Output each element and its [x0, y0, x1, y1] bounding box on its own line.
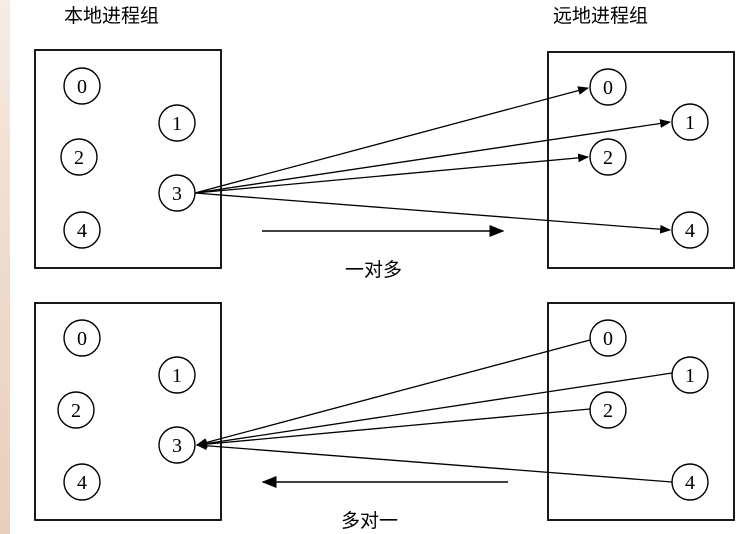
node-label: 2	[74, 147, 84, 169]
bottom-local-node-4: 4	[63, 463, 101, 501]
remote-group-header: 远地进程组	[553, 5, 648, 27]
node-label: 0	[603, 328, 613, 350]
node-label: 4	[685, 472, 695, 494]
top-edge-3-to-0	[194, 86, 590, 194]
bottom-edge-2-to-3	[195, 408, 591, 449]
node-label: 1	[172, 113, 182, 135]
bottom-remote-node-4: 4	[671, 463, 709, 501]
node-label: 4	[77, 220, 87, 242]
top-local-node-3: 3	[158, 174, 196, 212]
top-local-node-2: 2	[60, 138, 98, 176]
bottom-remote-node-2: 2	[589, 391, 627, 429]
bottom-remote-node-1: 1	[671, 356, 709, 394]
node-label: 1	[172, 365, 182, 387]
bottom-edge-1-to-3	[195, 372, 673, 448]
bottom-remote-node-0: 0	[589, 319, 627, 357]
node-label: 1	[685, 365, 695, 387]
top-remote-node-2: 2	[589, 138, 627, 176]
top-edge-3-to-2	[194, 153, 590, 194]
bottom-edge-4-to-3	[195, 441, 673, 483]
top-local-node-4: 4	[63, 211, 101, 249]
caption-one-to-many: 一对多	[345, 259, 402, 281]
decorative-edge-strip	[0, 0, 10, 534]
node-label: 2	[603, 400, 613, 422]
bottom-local-node-2: 2	[57, 391, 95, 429]
caption-many-to-one: 多对一	[341, 510, 398, 532]
top-local-node-1: 1	[158, 104, 196, 142]
node-label: 3	[172, 183, 182, 205]
node-label: 4	[685, 220, 695, 242]
node-label: 4	[77, 472, 87, 494]
local-group-header: 本地进程组	[64, 5, 159, 27]
node-label: 0	[77, 76, 87, 98]
node-label: 1	[685, 112, 695, 134]
bottom-local-node-3: 3	[158, 426, 196, 464]
top-edge-3-to-4	[194, 192, 672, 234]
top-local-node-0: 0	[63, 67, 101, 105]
top-panel: 0 1 2 3 4 0	[34, 49, 735, 281]
node-label: 2	[603, 147, 613, 169]
bottom-local-node-0: 0	[63, 319, 101, 357]
top-edge-3-to-1	[194, 119, 672, 194]
top-remote-node-1: 1	[671, 103, 709, 141]
bottom-panel: 0 1 2 3 4 0	[34, 302, 735, 532]
node-label: 0	[77, 328, 87, 350]
bottom-edge-0-to-3	[195, 339, 591, 447]
top-remote-node-4: 4	[671, 211, 709, 249]
node-label: 0	[603, 77, 613, 99]
node-label: 2	[71, 400, 81, 422]
top-remote-node-0: 0	[589, 68, 627, 106]
bottom-local-node-1: 1	[158, 356, 196, 394]
node-label: 3	[172, 435, 182, 457]
